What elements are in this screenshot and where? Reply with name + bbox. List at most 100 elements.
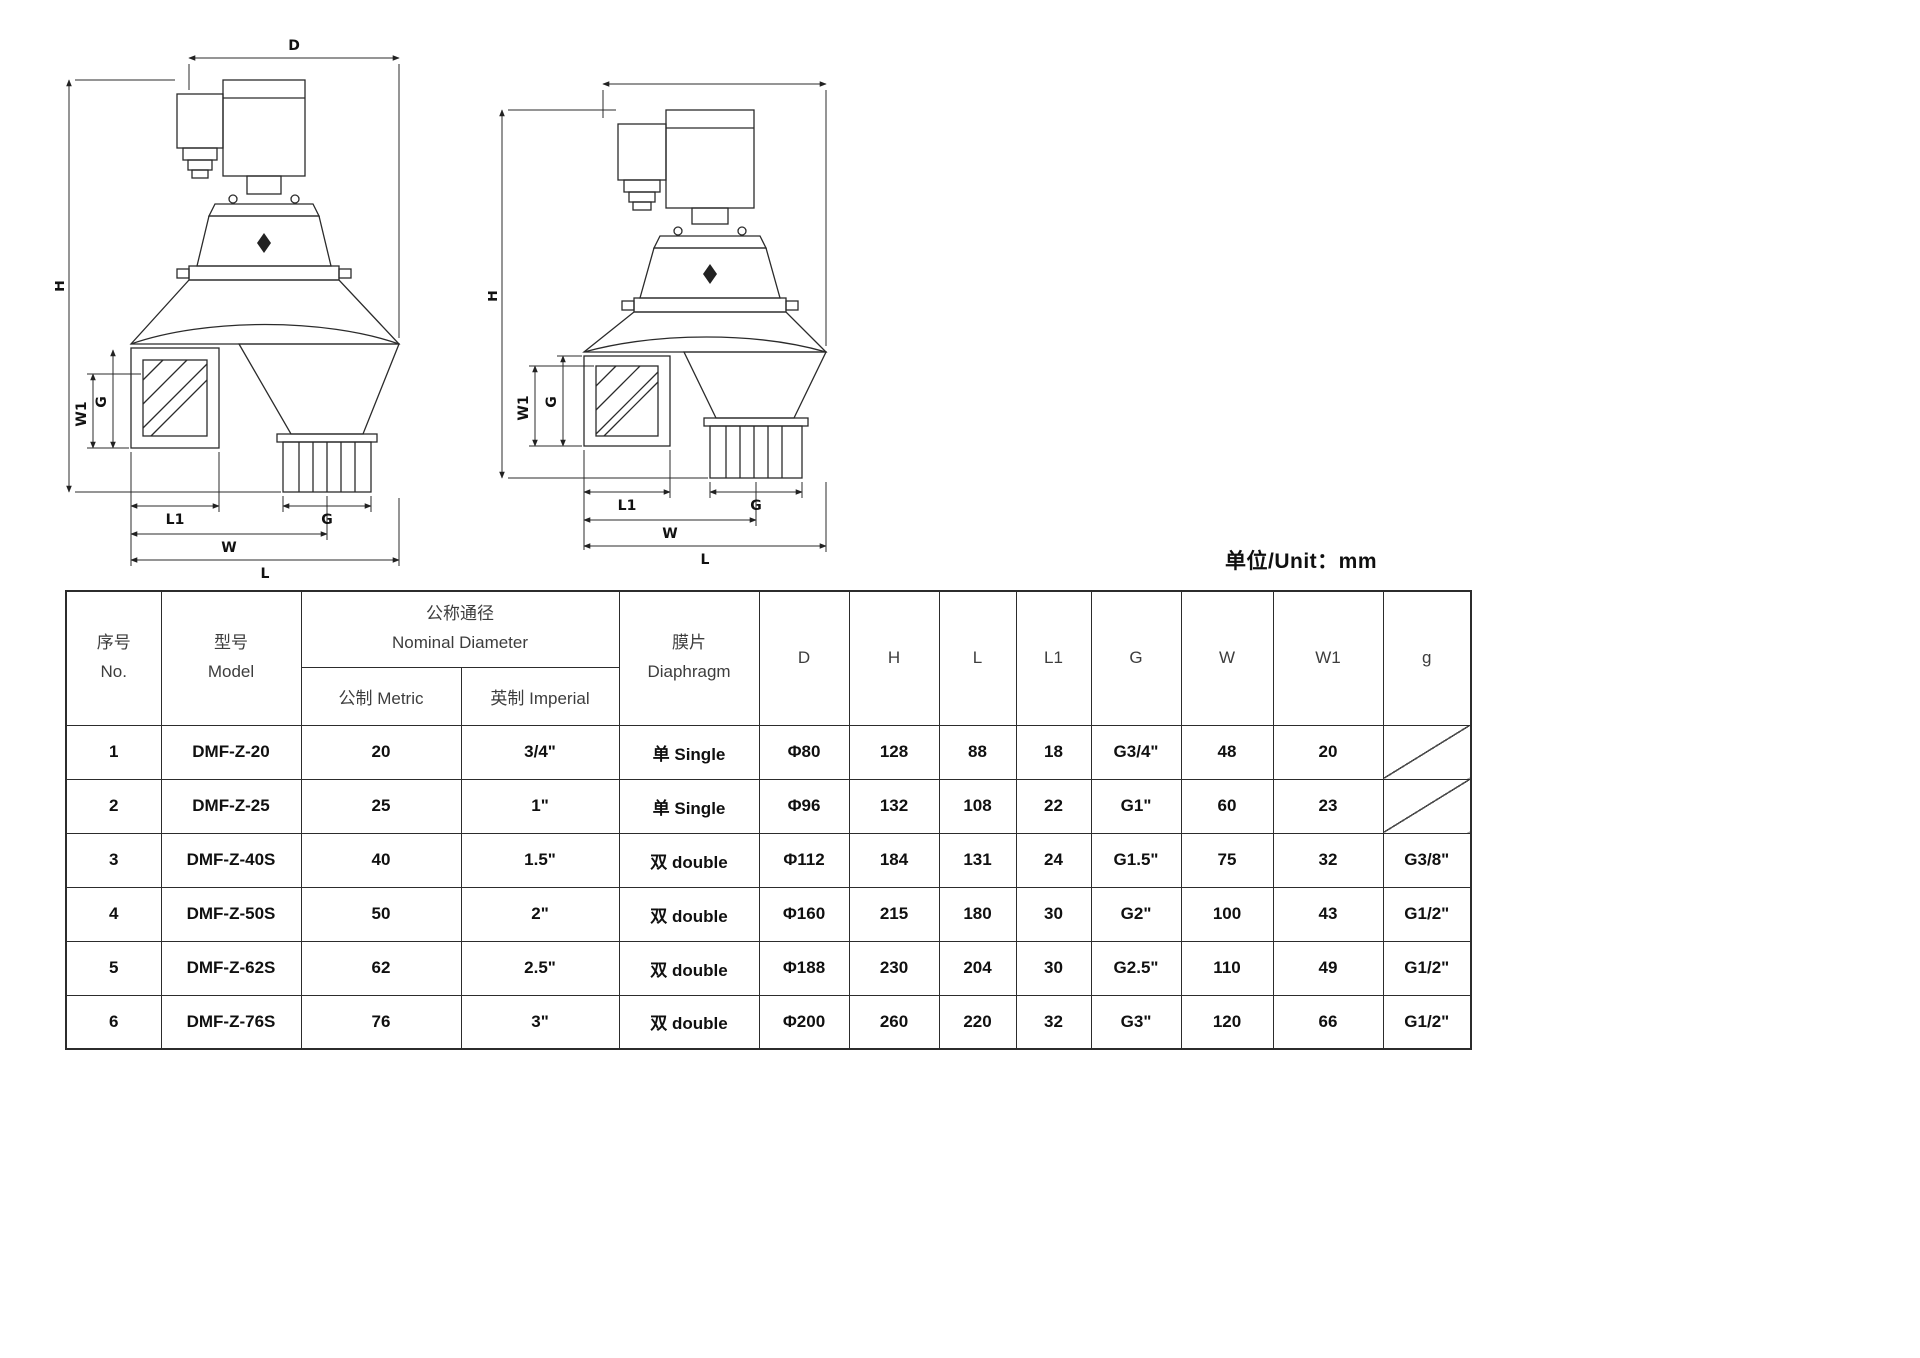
table-row: 4 DMF-Z-50S 50 2" 双 double Φ160 215 180 … <box>65 886 1472 942</box>
dim-label-l1: L1 <box>618 498 637 514</box>
valve-drawing-front: D H G W1 L1 G W L <box>55 38 401 582</box>
dim-label-g-bottom: G <box>321 512 333 528</box>
dim-label-h: H <box>488 290 501 302</box>
col-header-diaphragm-zh: 膜片 <box>672 633 707 653</box>
cell-no: 5 <box>65 940 162 996</box>
spec-table: 序号 No. 型号 Model 公称通径 Nominal Diameter 膜片… <box>65 590 1473 1050</box>
cell-l: 180 <box>938 886 1017 942</box>
unit-label: 单位/Unit：mm <box>1225 550 1377 573</box>
col-header-model-en: Model <box>207 662 255 682</box>
cell-g-thread <box>1382 778 1472 834</box>
cell-imperial: 1" <box>460 778 620 834</box>
cell-no: 2 <box>65 778 162 834</box>
col-header-l1: L1 <box>1015 590 1092 726</box>
dimension-lines <box>499 81 827 552</box>
cell-w1: 66 <box>1272 994 1384 1050</box>
dim-label-g-side: G <box>94 396 110 408</box>
col-header-w1: W1 <box>1272 590 1384 726</box>
cell-diaphragm: 单 Single <box>618 724 760 780</box>
cell-l: 131 <box>938 832 1017 888</box>
cell-g-thread: G1/2" <box>1382 940 1472 996</box>
cell-h: 128 <box>848 724 940 780</box>
col-header-l: L <box>938 590 1017 726</box>
cell-g-thread: G1/2" <box>1382 994 1472 1050</box>
col-header-w: W <box>1180 590 1274 726</box>
cell-l: 220 <box>938 994 1017 1050</box>
cell-l: 108 <box>938 778 1017 834</box>
cell-h: 260 <box>848 994 940 1050</box>
spec-table-wrap: 序号 No. 型号 Model 公称通径 Nominal Diameter 膜片… <box>65 590 1473 1050</box>
dimension-lines <box>66 55 400 566</box>
dim-label-w1: W1 <box>74 401 90 426</box>
cell-l1: 30 <box>1015 886 1092 942</box>
cell-h: 230 <box>848 940 940 996</box>
cell-h: 215 <box>848 886 940 942</box>
cell-diaphragm: 单 Single <box>618 778 760 834</box>
cell-l: 88 <box>938 724 1017 780</box>
cell-w: 120 <box>1180 994 1274 1050</box>
cell-model: DMF-Z-62S <box>160 940 302 996</box>
table-row: 2 DMF-Z-25 25 1" 单 Single Φ96 132 108 22… <box>65 778 1472 834</box>
cell-no: 3 <box>65 832 162 888</box>
cell-metric: 20 <box>300 724 462 780</box>
dim-label-g-side: G <box>544 396 560 408</box>
cell-diaphragm: 双 double <box>618 940 760 996</box>
cell-g: G3/4" <box>1090 724 1182 780</box>
cell-l: 204 <box>938 940 1017 996</box>
col-header-nominal-en: Nominal Diameter <box>391 633 529 653</box>
col-header-model-zh: 型号 <box>214 633 248 653</box>
cell-h: 132 <box>848 778 940 834</box>
cell-model: DMF-Z-20 <box>160 724 302 780</box>
cell-metric: 40 <box>300 832 462 888</box>
cell-g-thread: G1/2" <box>1382 886 1472 942</box>
cell-d: Φ200 <box>758 994 850 1050</box>
dim-label-l1: L1 <box>166 512 185 528</box>
cell-imperial: 2" <box>460 886 620 942</box>
dim-label-d: D <box>288 38 300 54</box>
col-header-g-thread: g <box>1382 590 1472 726</box>
cell-no: 6 <box>65 994 162 1050</box>
valve-body-outline <box>129 79 401 493</box>
table-row: 3 DMF-Z-40S 40 1.5" 双 double Φ112 184 13… <box>65 832 1472 888</box>
cell-metric: 76 <box>300 994 462 1050</box>
cell-imperial: 3/4" <box>460 724 620 780</box>
cell-g-thread <box>1382 724 1472 780</box>
cell-l1: 22 <box>1015 778 1092 834</box>
cell-g: G2.5" <box>1090 940 1182 996</box>
cell-model: DMF-Z-50S <box>160 886 302 942</box>
cell-model: DMF-Z-76S <box>160 994 302 1050</box>
table-row: 1 DMF-Z-20 20 3/4" 单 Single Φ80 128 88 1… <box>65 724 1472 780</box>
cell-imperial: 2.5" <box>460 940 620 996</box>
cell-w: 100 <box>1180 886 1274 942</box>
col-header-nominal-zh: 公称通径 <box>426 604 494 624</box>
dim-label-h: H <box>55 280 68 292</box>
table-row: 5 DMF-Z-62S 62 2.5" 双 double Φ188 230 20… <box>65 940 1472 996</box>
col-header-g: G <box>1090 590 1182 726</box>
cell-metric: 25 <box>300 778 462 834</box>
col-header-no-zh: 序号 <box>96 633 131 653</box>
cell-d: Φ160 <box>758 886 850 942</box>
cell-g-thread: G3/8" <box>1382 832 1472 888</box>
cell-d: Φ188 <box>758 940 850 996</box>
cell-no: 4 <box>65 886 162 942</box>
cell-g: G2" <box>1090 886 1182 942</box>
cell-w1: 20 <box>1272 724 1384 780</box>
cell-imperial: 3" <box>460 994 620 1050</box>
dim-label-w: W <box>221 540 236 556</box>
valve-drawing-side: H G W1 L1 G W L <box>488 81 828 567</box>
valve-body-outline <box>582 109 828 479</box>
cell-d: Φ96 <box>758 778 850 834</box>
cell-d: Φ112 <box>758 832 850 888</box>
cell-l1: 24 <box>1015 832 1092 888</box>
cell-no: 1 <box>65 724 162 780</box>
dim-label-w1: W1 <box>516 395 532 420</box>
cell-model: DMF-Z-25 <box>160 778 302 834</box>
cell-w: 60 <box>1180 778 1274 834</box>
cell-diaphragm: 双 double <box>618 832 760 888</box>
cell-diaphragm: 双 double <box>618 994 760 1050</box>
cell-l1: 32 <box>1015 994 1092 1050</box>
cell-metric: 50 <box>300 886 462 942</box>
dim-label-g-bottom: G <box>750 498 762 514</box>
col-header-no-en: No. <box>100 662 127 682</box>
